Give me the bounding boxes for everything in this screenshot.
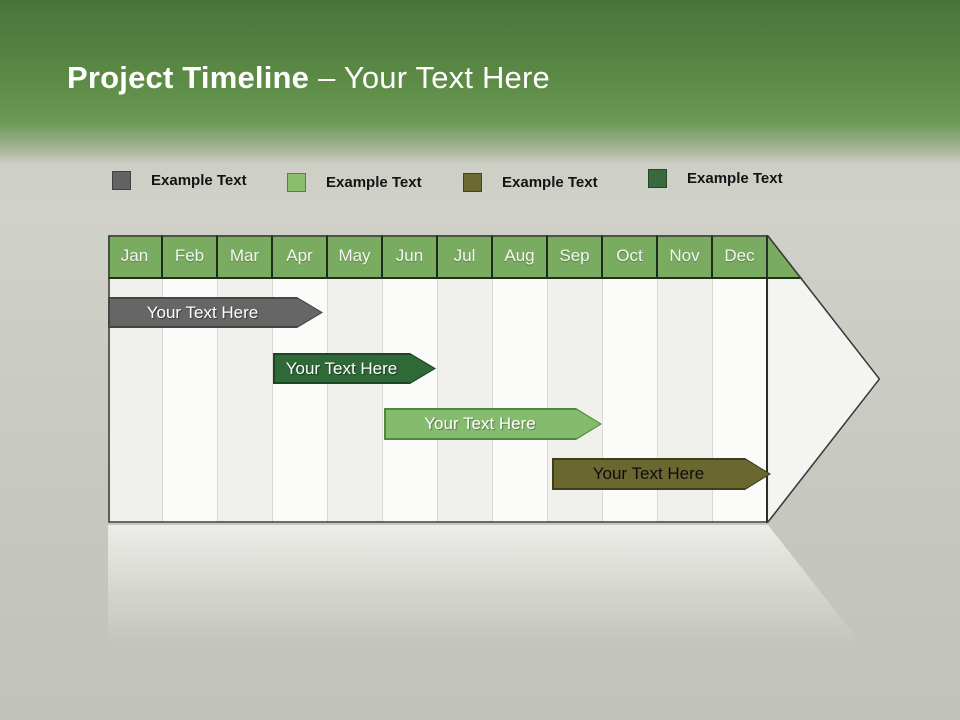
legend-label: Example Text [151,171,247,189]
month-cell: Apr [273,235,328,277]
gantt-bar-label: Your Text Here [592,464,705,483]
month-cell: May [328,235,383,277]
legend-swatch-dark-green [648,168,667,188]
month-cell: Feb [163,235,218,277]
month-cell: Oct [603,235,658,277]
gantt-bar-label: Your Text Here [146,302,259,322]
timeline-chart: Jan Feb Mar Apr May Jun Jul Aug Sep Oct … [108,235,881,523]
month-cell: Aug [493,235,548,277]
gantt-bar-fill: Your Text Here [110,299,321,326]
legend-item: Example Text [112,168,247,192]
month-cell: Dec [713,235,768,277]
gantt-bar-gray: Your Text Here [108,297,323,328]
month-cell: Jul [438,235,493,277]
gantt-bar-fill: Your Text Here [275,355,434,382]
legend-swatch-light-green [287,172,306,192]
gantt-bar-dark-green: Your Text Here [273,353,436,384]
legend-label: Example Text [326,173,422,191]
gantt-bar-label: Your Text Here [285,358,398,378]
legend-swatch-olive [463,172,482,192]
legend-item: Example Text [648,166,783,190]
legend-label: Example Text [687,169,783,187]
month-cell: Jun [383,235,438,277]
slide-title-main: Project Timeline [67,60,310,95]
legend-swatch-gray [112,170,131,190]
gantt-bar-light-green: Your Text Here [384,408,602,440]
month-cell: Nov [658,235,713,277]
legend-item: Example Text [463,170,598,194]
gantt-bar-fill: Your Text Here [554,460,769,488]
month-cell: Mar [218,235,273,277]
month-cell: Sep [548,235,603,277]
slide-title: Project Timeline– Your Text Here [67,60,550,96]
gantt-bar-label: Your Text Here [424,414,536,433]
gantt-bar-olive: Your Text Here [552,458,771,490]
table-right-border [766,235,768,523]
chart-reflection [108,525,881,675]
slide-title-subtitle: – Your Text Here [318,60,550,95]
month-cell: Jan [108,235,163,277]
gantt-bar-fill: Your Text Here [386,410,600,438]
legend-label: Example Text [502,173,598,191]
timeline-arrow-shape: Jan Feb Mar Apr May Jun Jul Aug Sep Oct … [108,235,881,523]
legend-item: Example Text [287,170,422,194]
